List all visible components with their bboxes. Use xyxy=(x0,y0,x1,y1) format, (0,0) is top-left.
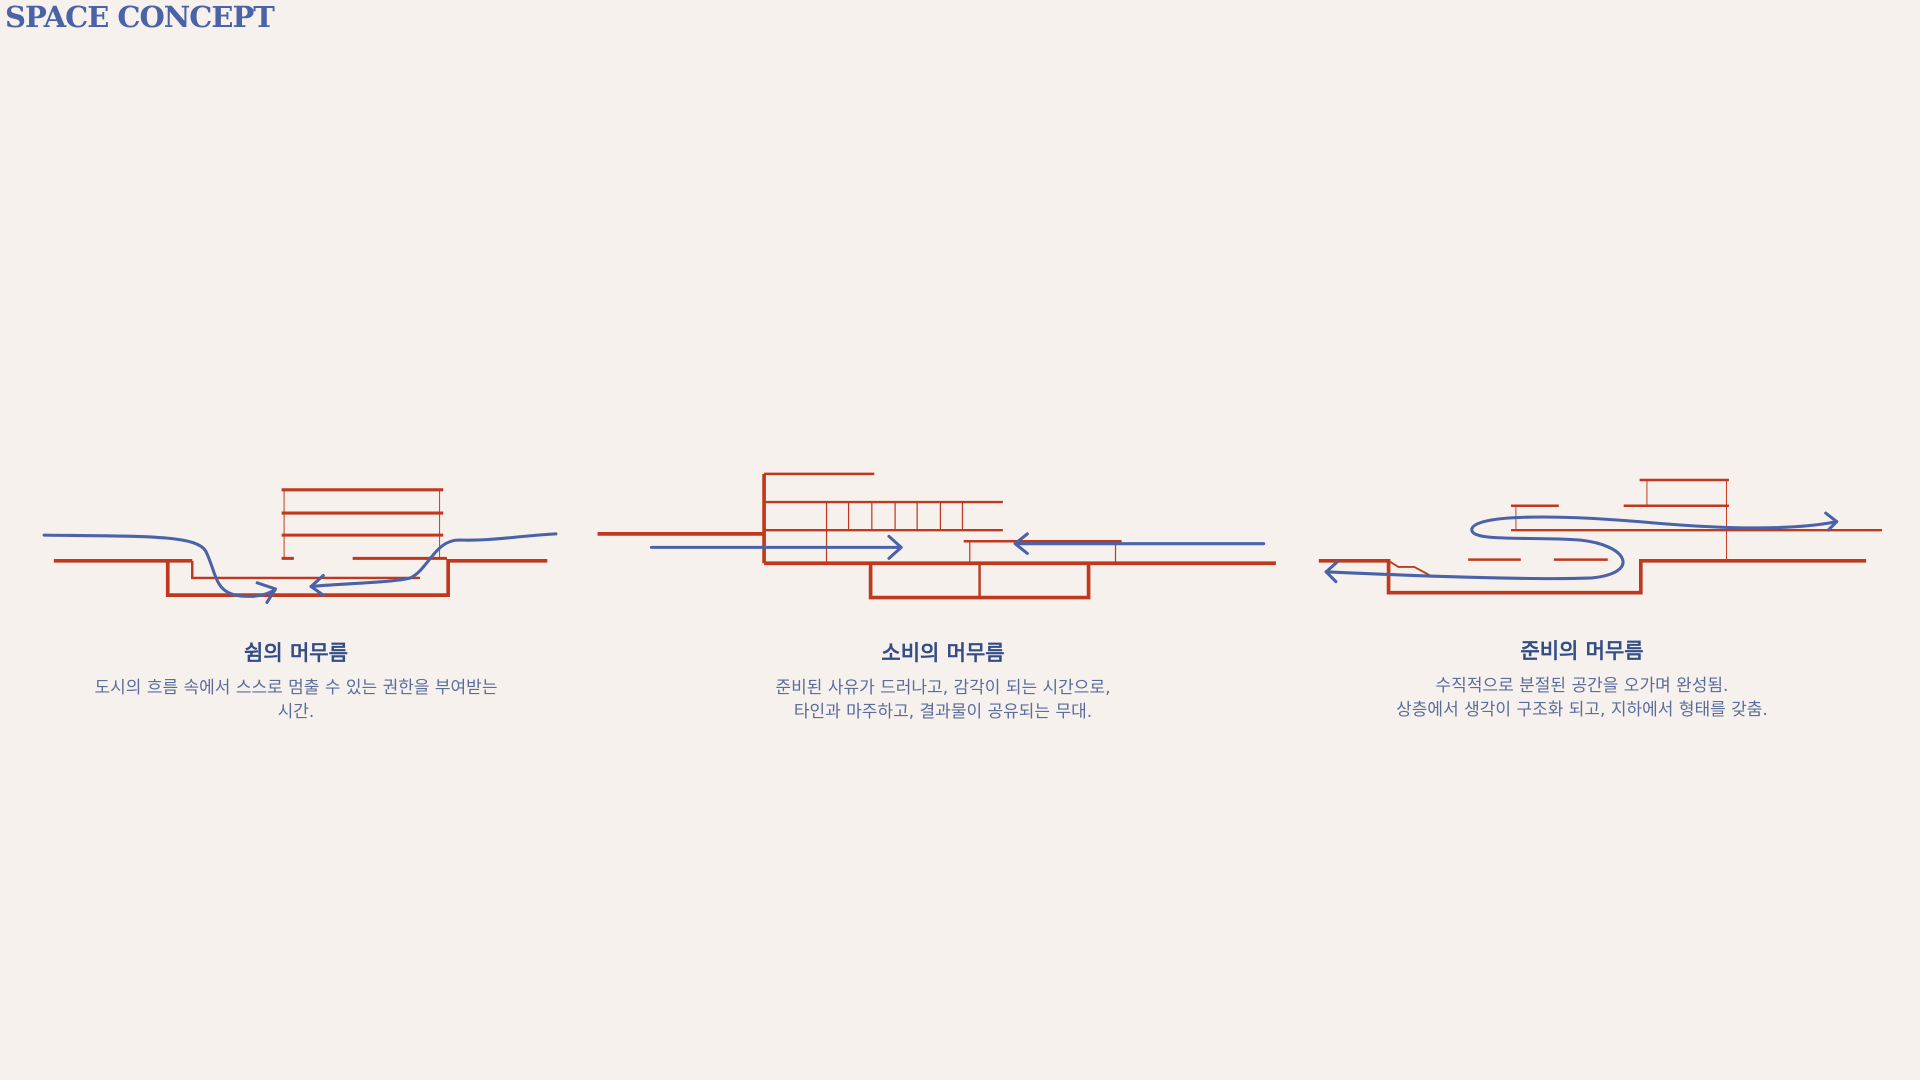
concept-title: 소비의 머무름 xyxy=(881,641,1005,665)
preparation-section-diagram xyxy=(1318,478,1883,595)
concept-description: 수직적으로 분절된 공간을 오가며 완성됨. 상층에서 생각이 구조화 되고, 지… xyxy=(1272,674,1892,722)
description-line: 도시의 흐름 속에서 스스로 멈출 수 있는 권한을 부여받는 xyxy=(94,678,498,698)
description-line: 타인과 마주하고, 결과물이 공유되는 무대. xyxy=(793,702,1093,722)
concept-title: 준비의 머무름 xyxy=(1520,639,1644,663)
rest-section-diagram xyxy=(42,488,558,604)
page-title: SPACE CONCEPT xyxy=(5,0,275,34)
concept-title: 쉼의 머무름 xyxy=(244,641,348,665)
description-line: 준비된 사유가 드러나고, 감각이 되는 시간으로, xyxy=(775,678,1111,698)
description-line: 수직적으로 분절된 공간을 오가며 완성됨. xyxy=(1435,676,1729,696)
description-line: 상층에서 생각이 구조화 되고, 지하에서 형태를 갖춤. xyxy=(1396,700,1768,720)
concept-preparation: 준비의 머무름 수직적으로 분절된 공간을 오가며 완성됨. 상층에서 생각이 구… xyxy=(1272,634,1892,722)
consumption-section-diagram xyxy=(597,472,1276,600)
description-line: 시간. xyxy=(277,702,315,722)
concept-consumption: 소비의 머무름 준비된 사유가 드러나고, 감각이 되는 시간으로, 타인과 마주… xyxy=(633,636,1253,724)
concept-description: 준비된 사유가 드러나고, 감각이 되는 시간으로, 타인과 마주하고, 결과물이… xyxy=(633,676,1253,724)
